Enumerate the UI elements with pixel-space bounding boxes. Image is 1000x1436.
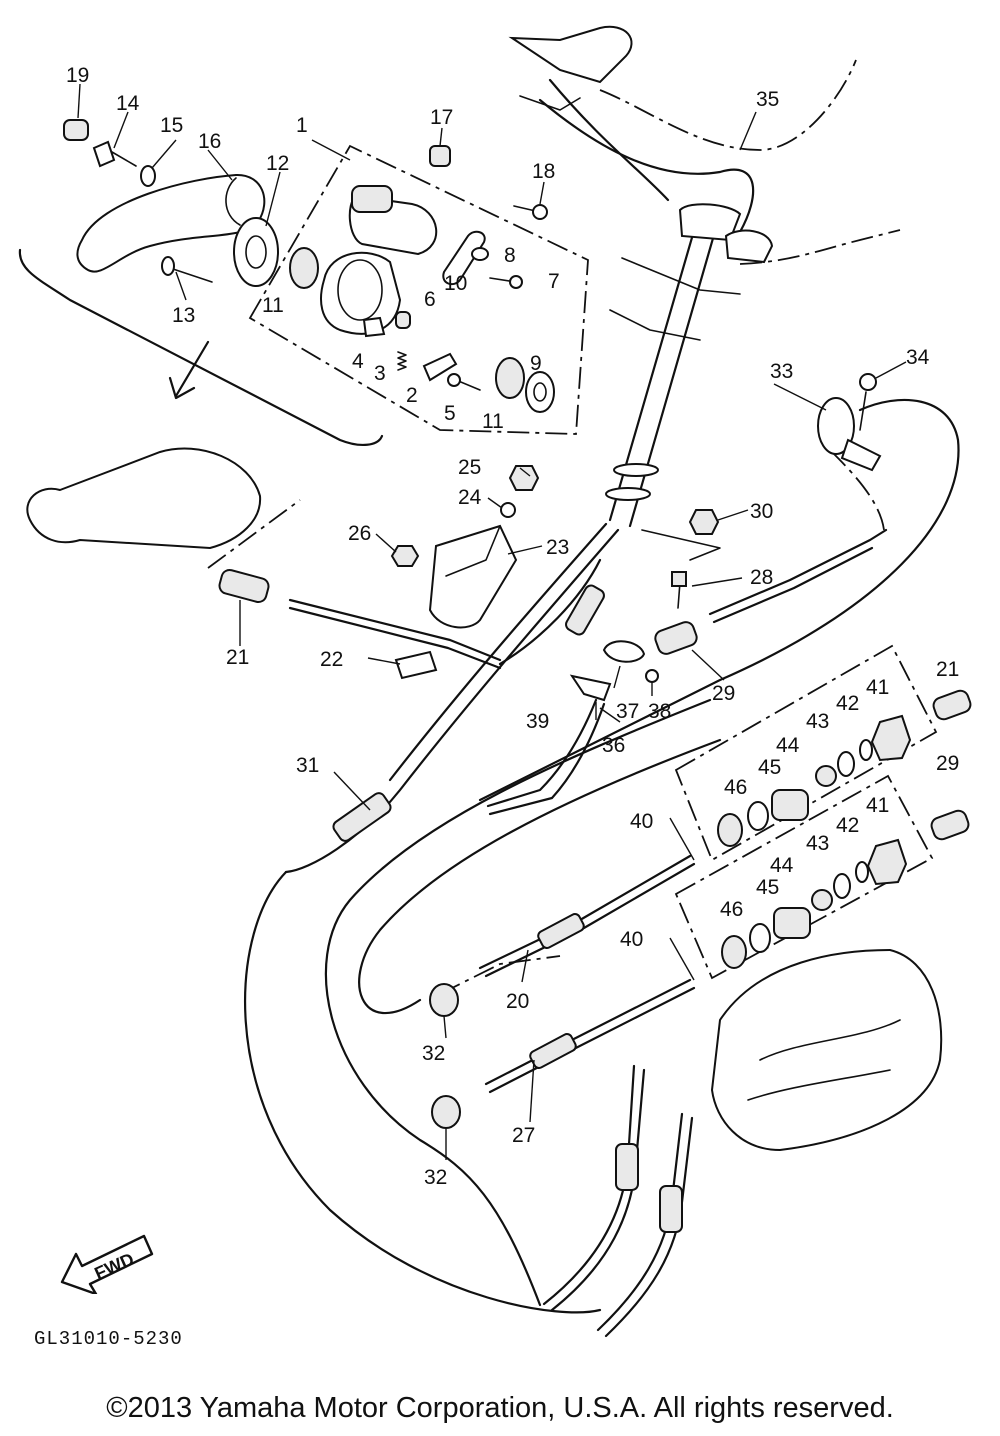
nut-25 [508,465,540,491]
label-41-lower: 41 [866,794,889,817]
label-38: 38 [648,700,671,723]
label-34: 34 [906,346,930,369]
label-4: 4 [352,350,364,373]
leader-lines [77,83,907,1160]
throttle-lever-assembly [18,119,589,446]
bracket-39 [569,674,612,702]
label-46-lower: 46 [720,898,743,921]
cable-right-loop [478,398,960,802]
label-6: 6 [424,288,436,311]
label-29-left: 29 [712,682,735,705]
cable-31-adjuster [332,792,392,842]
boot-21-left [218,568,270,604]
screw-38 [645,669,659,683]
label-33: 33 [770,360,793,383]
label-18: 18 [532,160,555,183]
label-44-lower: 44 [770,854,794,877]
label-11-left: 11 [262,294,284,317]
label-14: 14 [116,92,140,115]
label-15: 15 [160,114,183,137]
handlebar-and-column [508,25,901,528]
frame-40-upper [674,644,938,862]
label-40-upper: 40 [630,810,653,833]
label-17: 17 [430,106,453,129]
fittings-lower [721,809,970,969]
label-16: 16 [198,130,221,153]
label-29-right: 29 [936,752,959,775]
frame-40-lower [674,774,934,980]
label-25: 25 [458,456,481,479]
grip [26,447,262,550]
bracket-22 [394,650,438,680]
drawing-code: GL31010-5230 [34,1328,183,1350]
label-21-right: 21 [936,658,959,681]
label-5: 5 [444,402,456,425]
cable-21 [288,598,502,662]
label-21-left: 21 [226,646,249,669]
cable-loop [244,870,602,1314]
label-26: 26 [348,522,371,545]
label-8: 8 [504,244,516,267]
label-23: 23 [546,536,569,559]
label-11-right: 11 [482,410,504,433]
fittings-upper [717,689,972,847]
label-37: 37 [616,700,639,723]
label-12: 12 [266,152,289,175]
label-32-upper: 32 [422,1042,445,1065]
part-number-labels: 1 2 3 4 5 6 7 8 9 10 11 11 12 13 14 15 1… [66,64,959,1189]
cable-36 [486,698,598,808]
fwd-arrow-icon: FWD [60,1234,154,1294]
sleeve-32-upper [429,983,459,1017]
label-43-upper: 43 [806,710,829,733]
label-45-lower: 45 [756,876,779,899]
sleeve-32-lower [431,1095,461,1129]
label-42-lower: 42 [836,814,859,837]
label-13: 13 [172,304,195,327]
plate-37 [602,640,646,663]
label-32-lower: 32 [424,1166,447,1189]
label-3: 3 [374,362,386,385]
label-10: 10 [444,272,467,295]
label-44-upper: 44 [776,734,800,757]
cable-31 [284,528,620,874]
label-45-upper: 45 [758,756,781,779]
cable-upper-right [708,528,888,616]
washer-24 [500,502,516,518]
label-2: 2 [406,384,418,407]
cable-20 [478,854,692,970]
label-39: 39 [526,710,549,733]
label-24: 24 [458,486,482,509]
label-22: 22 [320,648,343,671]
label-40-lower: 40 [620,928,643,951]
label-1: 1 [296,114,308,137]
label-9: 9 [530,352,542,375]
clamp-33 [817,397,882,472]
label-46-upper: 46 [724,776,747,799]
copyright-notice: ©2013 Yamaha Motor Corporation, U.S.A. A… [106,1392,894,1424]
label-7: 7 [548,270,560,293]
label-20: 20 [506,990,529,1013]
label-19: 19 [66,64,89,87]
label-42-upper: 42 [836,692,859,715]
label-28: 28 [750,566,773,589]
nut-30 [688,509,720,535]
nut-26 [390,545,420,567]
label-27: 27 [512,1124,535,1147]
label-41-upper: 41 [866,676,889,699]
label-43-lower: 43 [806,832,829,855]
label-36: 36 [602,734,625,757]
boot-29 [654,621,698,655]
screw-34 [859,373,877,431]
label-35: 35 [756,88,779,111]
engine-block [710,948,943,1152]
label-30: 30 [750,500,773,523]
cover-23 [428,524,518,629]
label-31: 31 [296,754,319,777]
